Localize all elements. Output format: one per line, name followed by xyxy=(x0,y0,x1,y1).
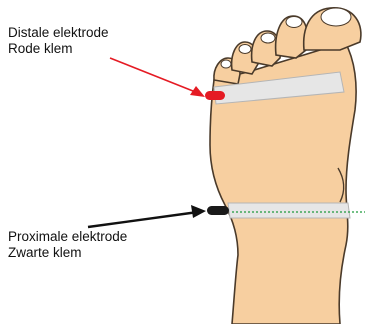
proximal-arrow xyxy=(88,205,206,227)
proximal-electrode-band xyxy=(228,203,350,218)
proximal-clamp-color: Zwarte klem xyxy=(8,245,127,261)
distal-electrode-title: Distale elektrode xyxy=(8,25,109,41)
distal-red-clamp xyxy=(205,91,225,100)
proximal-electrode-title: Proximale elektrode xyxy=(8,229,127,245)
proximal-black-clamp xyxy=(207,206,229,215)
distal-arrow xyxy=(110,58,205,97)
proximal-electrode-label: Proximale elektrode Zwarte klem xyxy=(8,229,127,261)
distal-electrode-label: Distale elektrode Rode klem xyxy=(8,25,109,57)
distal-clamp-color: Rode klem xyxy=(8,41,109,57)
